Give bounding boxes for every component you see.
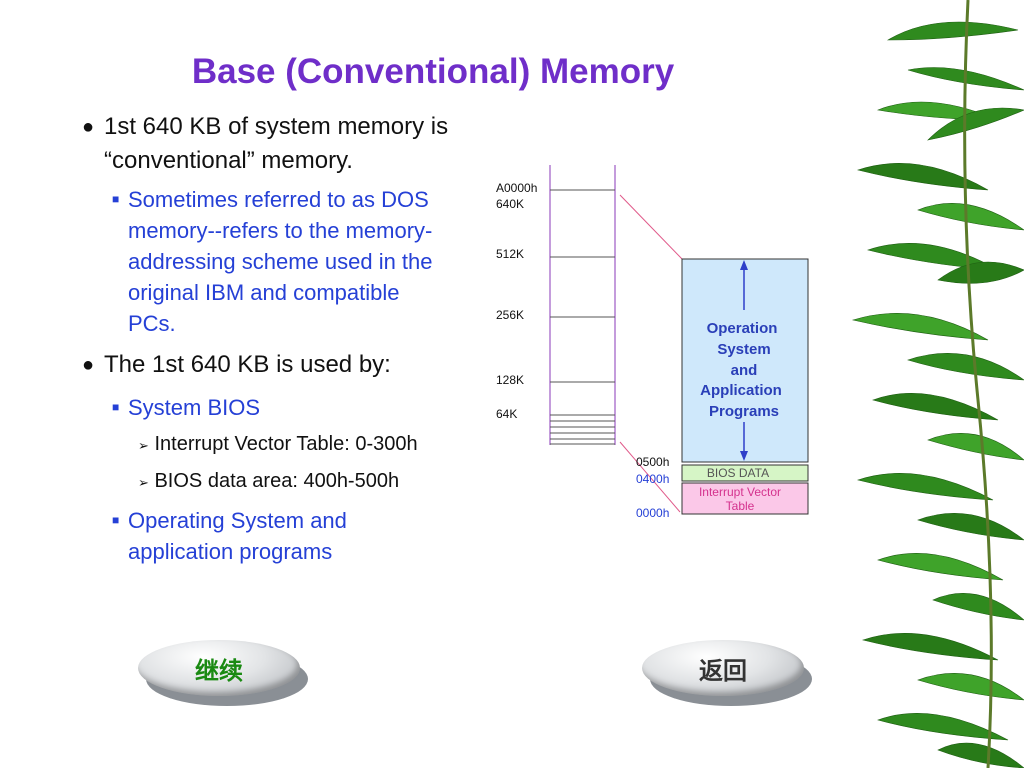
bullet-square-icon: ■ xyxy=(112,192,120,206)
label-a0000h: A0000h xyxy=(496,181,537,195)
label-0000h: 0000h xyxy=(636,506,669,520)
item-ivt: ➢ Interrupt Vector Table: 0-300h xyxy=(138,433,418,455)
bamboo-leaves-decoration xyxy=(851,0,1024,768)
slide-title: Base (Conventional) Memory xyxy=(191,52,675,91)
subbullet-os-apps: ■ Operating System and application progr… xyxy=(112,505,412,567)
arrow-down-icon xyxy=(740,451,748,461)
bullet-square-icon: ■ xyxy=(112,513,120,527)
os-text-3: and xyxy=(731,362,758,379)
bios-data-text: BIOS DATA xyxy=(707,466,769,480)
subbullet-dos-memory: ■ Sometimes referred to as DOS memory--r… xyxy=(112,184,452,339)
label-0400h: 0400h xyxy=(636,472,669,486)
continue-button[interactable]: 继续 xyxy=(138,640,308,710)
bullet-square-icon: ■ xyxy=(112,400,120,414)
bullet-dot-icon: ● xyxy=(82,354,95,376)
os-text-1: Operation xyxy=(707,320,778,337)
zoom-line-bottom xyxy=(619,441,681,513)
item-bios-data: ➢ BIOS data area: 400h-500h xyxy=(138,470,400,492)
arrow-up-icon xyxy=(740,260,748,270)
arrow-right-icon: ➢ xyxy=(138,438,149,453)
os-apps-block xyxy=(681,258,809,463)
arrow-right-icon: ➢ xyxy=(138,475,149,490)
label-128k: 128K xyxy=(496,373,524,387)
bullet-dot-icon: ● xyxy=(82,116,95,138)
os-text-5: Programs xyxy=(709,403,779,420)
label-256k: 256K xyxy=(496,308,524,322)
ivt-text-1: Interrupt Vector xyxy=(699,485,781,499)
ivt-block xyxy=(681,482,809,515)
memory-map-diagram: A0000h 640K 512K 256K 128K 64K Operation… xyxy=(496,165,809,520)
label-512k: 512K xyxy=(496,247,524,261)
subbullet-system-bios: ■ System BIOS xyxy=(112,392,452,423)
label-64k: 64K xyxy=(496,407,517,421)
label-0500h: 0500h xyxy=(636,455,669,469)
back-button[interactable]: 返回 xyxy=(642,640,812,710)
zoom-line-top xyxy=(619,194,684,261)
os-text-2: System xyxy=(717,341,770,358)
bullet-conventional: ● 1st 640 KB of system memory is “conven… xyxy=(82,110,482,178)
os-text-4: Application xyxy=(700,382,782,399)
bios-data-block xyxy=(681,464,809,482)
label-640k: 640K xyxy=(496,197,524,211)
bullet-used-by: ● The 1st 640 KB is used by: xyxy=(82,348,482,382)
ivt-text-2: Table xyxy=(726,499,755,513)
